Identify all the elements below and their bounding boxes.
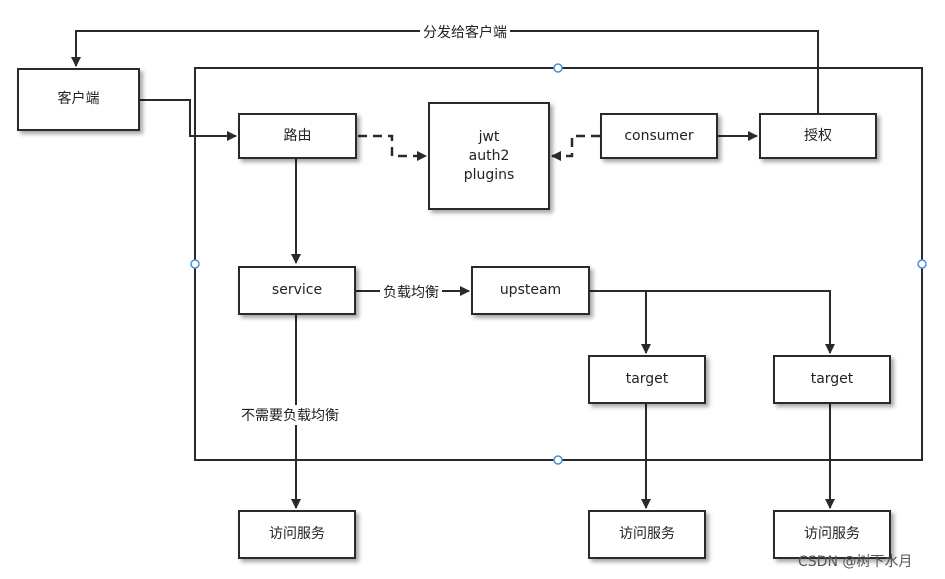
csdn-watermark: CSDN @树下水月	[798, 554, 913, 570]
node-access-3[interactable]: 访问服务	[773, 510, 891, 559]
container-handle-right	[917, 259, 927, 269]
node-target-1[interactable]: target	[588, 355, 706, 404]
container-handle-top	[553, 63, 563, 73]
edge-upstream-to-target-1	[590, 290, 651, 354]
plugins-line-plugins: plugins	[463, 166, 515, 183]
container-handle-left	[190, 259, 200, 269]
plugins-line-jwt: jwt	[478, 128, 500, 145]
node-auth[interactable]: 授权	[759, 113, 877, 159]
node-client[interactable]: 客户端	[17, 68, 140, 131]
label-load-balance: 负载均衡	[380, 282, 442, 302]
node-consumer[interactable]: consumer	[600, 113, 718, 159]
edge-client-to-route	[140, 99, 237, 141]
edge-consumer-to-plugins	[551, 134, 600, 161]
label-no-load-balance: 不需要负载均衡	[238, 405, 342, 425]
plugins-line-auth2: auth2	[468, 147, 510, 164]
container-handle-bottom	[553, 455, 563, 465]
node-service[interactable]: service	[238, 266, 356, 315]
node-upstream[interactable]: upsteam	[471, 266, 590, 315]
edge-route-to-plugins	[358, 134, 427, 161]
label-dispatch-to-client: 分发给客户端	[420, 22, 510, 42]
node-access-2[interactable]: 访问服务	[588, 510, 706, 559]
node-route[interactable]: 路由	[238, 113, 357, 159]
edge-upstream-to-target-2	[646, 290, 835, 354]
node-plugins[interactable]: jwt auth2 plugins	[428, 102, 550, 210]
node-access-1[interactable]: 访问服务	[238, 510, 356, 559]
node-target-2[interactable]: target	[773, 355, 891, 404]
